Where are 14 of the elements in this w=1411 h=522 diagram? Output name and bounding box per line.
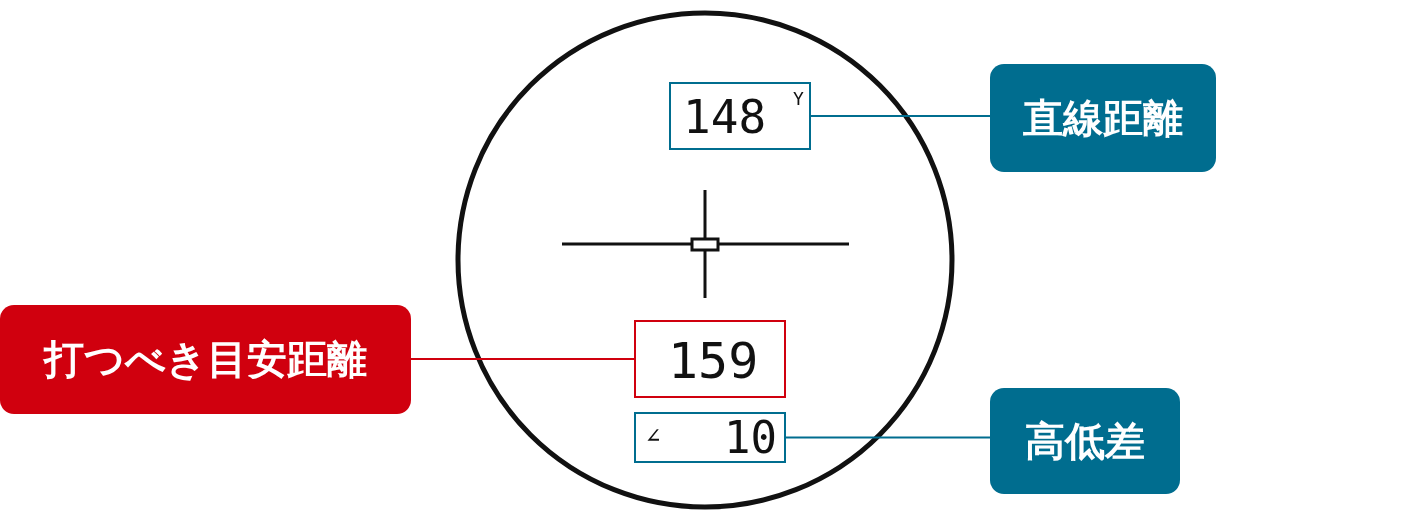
angle-readout: 10 — [724, 412, 777, 463]
readout-box — [669, 82, 811, 150]
connector-line — [785, 436, 991, 439]
readout-box — [634, 320, 786, 398]
distance-readout: 159 — [668, 332, 759, 390]
connector-line — [410, 358, 635, 360]
unit-label: Y — [793, 88, 804, 109]
connector-line — [810, 115, 991, 117]
label-box: 直線距離 — [990, 64, 1216, 172]
label-box: 打つべき目安距離 — [0, 305, 411, 414]
distance-readout: 148 — [683, 90, 767, 144]
label-box: 高低差 — [990, 388, 1180, 494]
readout-box — [634, 412, 786, 463]
angle-symbol: ∠ — [646, 422, 661, 450]
